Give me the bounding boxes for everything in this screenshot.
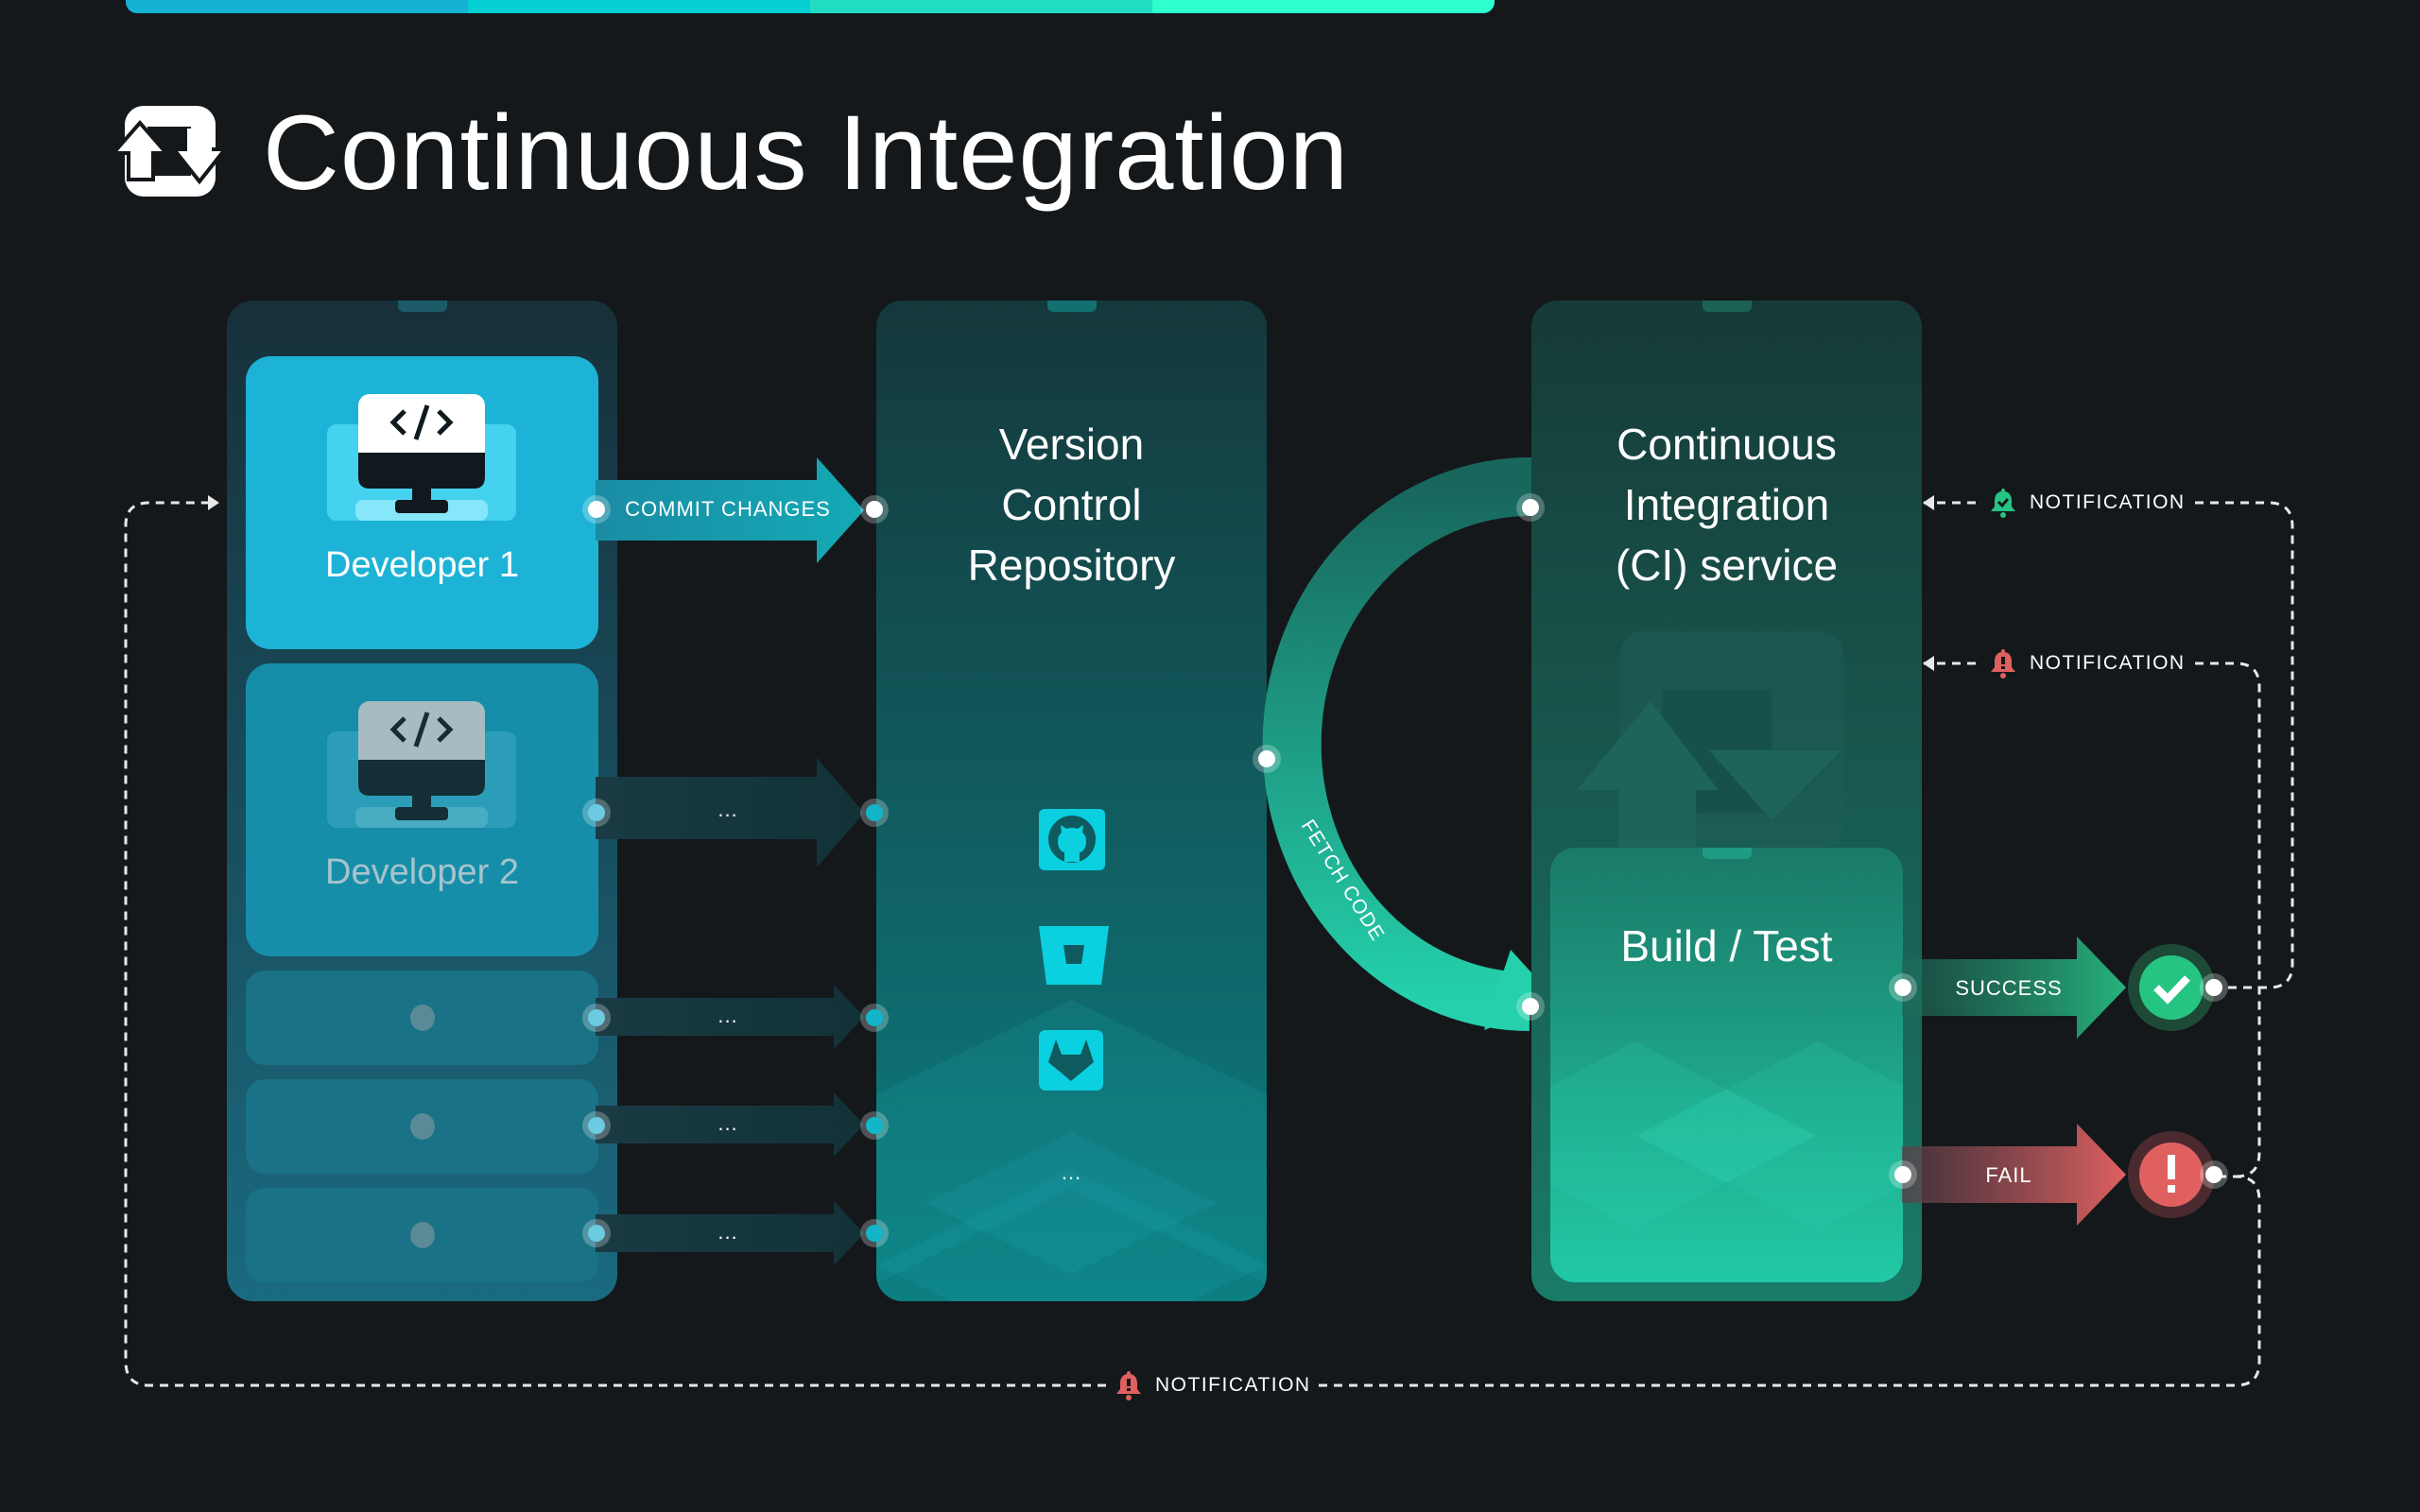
developer-card-2[interactable]: Developer 2 bbox=[246, 663, 598, 956]
connector-node bbox=[1894, 979, 1911, 996]
dashed-path-fail bbox=[2195, 662, 2261, 1178]
gitlab-icon[interactable] bbox=[1039, 1030, 1105, 1096]
developer-label: Developer 1 bbox=[325, 545, 519, 585]
ellipsis-label: ... bbox=[717, 1220, 738, 1244]
accent-segment bbox=[1152, 0, 1495, 13]
repository-title: Version Control Repository bbox=[876, 414, 1267, 595]
commit-changes-label: COMMIT CHANGES bbox=[625, 497, 831, 521]
ellipsis-label: ... bbox=[717, 1111, 738, 1135]
arrowhead-to-ci-fail bbox=[1923, 656, 1934, 671]
ellipsis-arrow-4 bbox=[596, 1092, 864, 1157]
success-arrow bbox=[1902, 936, 2126, 1039]
title-line: Integration bbox=[1623, 480, 1830, 529]
connector-node bbox=[866, 501, 883, 518]
monitor-code-icon bbox=[327, 701, 516, 828]
placeholder-dot bbox=[410, 1005, 435, 1031]
connector-node bbox=[1522, 998, 1539, 1015]
bell-alert-icon bbox=[1116, 1371, 1141, 1400]
github-icon[interactable] bbox=[1039, 809, 1105, 875]
column-notch bbox=[1046, 301, 1097, 312]
ellipsis-arrow-3 bbox=[596, 985, 864, 1049]
arrowhead-to-developer bbox=[208, 495, 219, 510]
placeholder-dot bbox=[410, 1113, 435, 1140]
success-label: SUCCESS bbox=[1955, 976, 2063, 1000]
commit-arrow bbox=[596, 457, 864, 563]
connector-node bbox=[588, 1009, 605, 1026]
monitor-code-icon bbox=[327, 394, 516, 521]
connector-node bbox=[2205, 1166, 2222, 1183]
title-line: Control bbox=[1001, 480, 1142, 529]
connector-node bbox=[866, 1117, 883, 1134]
ellipsis-label: ... bbox=[717, 1004, 738, 1027]
connector-node bbox=[1258, 750, 1275, 767]
ellipsis-arrow-2 bbox=[596, 758, 864, 868]
arrowhead-to-ci-success bbox=[1923, 495, 1934, 510]
dashed-path-success bbox=[2195, 501, 2294, 989]
fail-arrow bbox=[1902, 1124, 2126, 1226]
bell-alert-icon bbox=[1991, 649, 2015, 679]
dashed-path-bottom-right bbox=[1319, 1175, 2261, 1387]
fail-label: FAIL bbox=[1985, 1163, 2032, 1187]
diamond-pattern bbox=[876, 1000, 1267, 1301]
accent-segment bbox=[810, 0, 1152, 13]
fail-notification: NOTIFICATION bbox=[1990, 648, 2186, 679]
ci-service-title: Continuous Integration (CI) service bbox=[1531, 414, 1922, 595]
connector-node bbox=[588, 1225, 605, 1242]
card-notch bbox=[1702, 848, 1752, 859]
notification-label: NOTIFICATION bbox=[1155, 1374, 1311, 1396]
bottom-notification: NOTIFICATION bbox=[1115, 1370, 1311, 1400]
title-line: Version bbox=[998, 420, 1145, 469]
ellipsis-label: ... bbox=[717, 798, 738, 821]
title-line: Repository bbox=[967, 541, 1176, 590]
top-accent-bar bbox=[126, 0, 1495, 13]
accent-segment bbox=[468, 0, 810, 13]
title-line: Continuous bbox=[1616, 420, 1837, 469]
notification-label: NOTIFICATION bbox=[2030, 652, 2186, 674]
diamond-pattern bbox=[1550, 1041, 1903, 1230]
build-test-label: Build / Test bbox=[1620, 921, 1833, 971]
commit-arrows bbox=[596, 457, 864, 1265]
sync-watermark-icon bbox=[1577, 631, 1843, 849]
bitbucket-icon[interactable] bbox=[1039, 924, 1109, 990]
column-notch bbox=[397, 301, 447, 312]
exclamation-circle-icon bbox=[2128, 1131, 2215, 1218]
accent-segment bbox=[126, 0, 468, 13]
result-arrows bbox=[1902, 936, 2126, 1226]
connector-node bbox=[866, 1009, 883, 1026]
connector-node bbox=[588, 804, 605, 821]
developer-placeholder bbox=[246, 1079, 598, 1174]
connector-node bbox=[2205, 979, 2222, 996]
developer-placeholder bbox=[246, 971, 598, 1065]
connector-node bbox=[866, 1225, 883, 1242]
developer-card-1[interactable]: Developer 1 bbox=[246, 356, 598, 649]
fetch-code-arrow bbox=[1262, 456, 1569, 1031]
build-test-card[interactable]: Build / Test bbox=[1550, 848, 1903, 1282]
connector-node bbox=[588, 501, 605, 518]
ellipsis-arrow-5 bbox=[596, 1201, 864, 1265]
dashed-path-bottom-left bbox=[124, 501, 1106, 1387]
bell-check-icon bbox=[1991, 489, 2015, 518]
page-title: Continuous Integration bbox=[263, 94, 1349, 212]
developer-label: Developer 2 bbox=[325, 852, 519, 892]
connector-node bbox=[1894, 1166, 1911, 1183]
connector-node bbox=[588, 1117, 605, 1134]
success-notification: NOTIFICATION bbox=[1990, 488, 2186, 518]
connector-node bbox=[1522, 499, 1539, 516]
check-circle-icon bbox=[2128, 944, 2215, 1031]
developer-placeholder bbox=[246, 1188, 598, 1282]
repository-column: Version Control Repository ... bbox=[876, 301, 1267, 1301]
placeholder-dot bbox=[410, 1222, 435, 1248]
column-notch bbox=[1702, 301, 1752, 312]
connector-node bbox=[866, 804, 883, 821]
sync-icon bbox=[109, 106, 230, 197]
notification-label: NOTIFICATION bbox=[2030, 491, 2186, 513]
title-line: (CI) service bbox=[1615, 541, 1839, 590]
more-providers-label: ... bbox=[1061, 1160, 1082, 1184]
